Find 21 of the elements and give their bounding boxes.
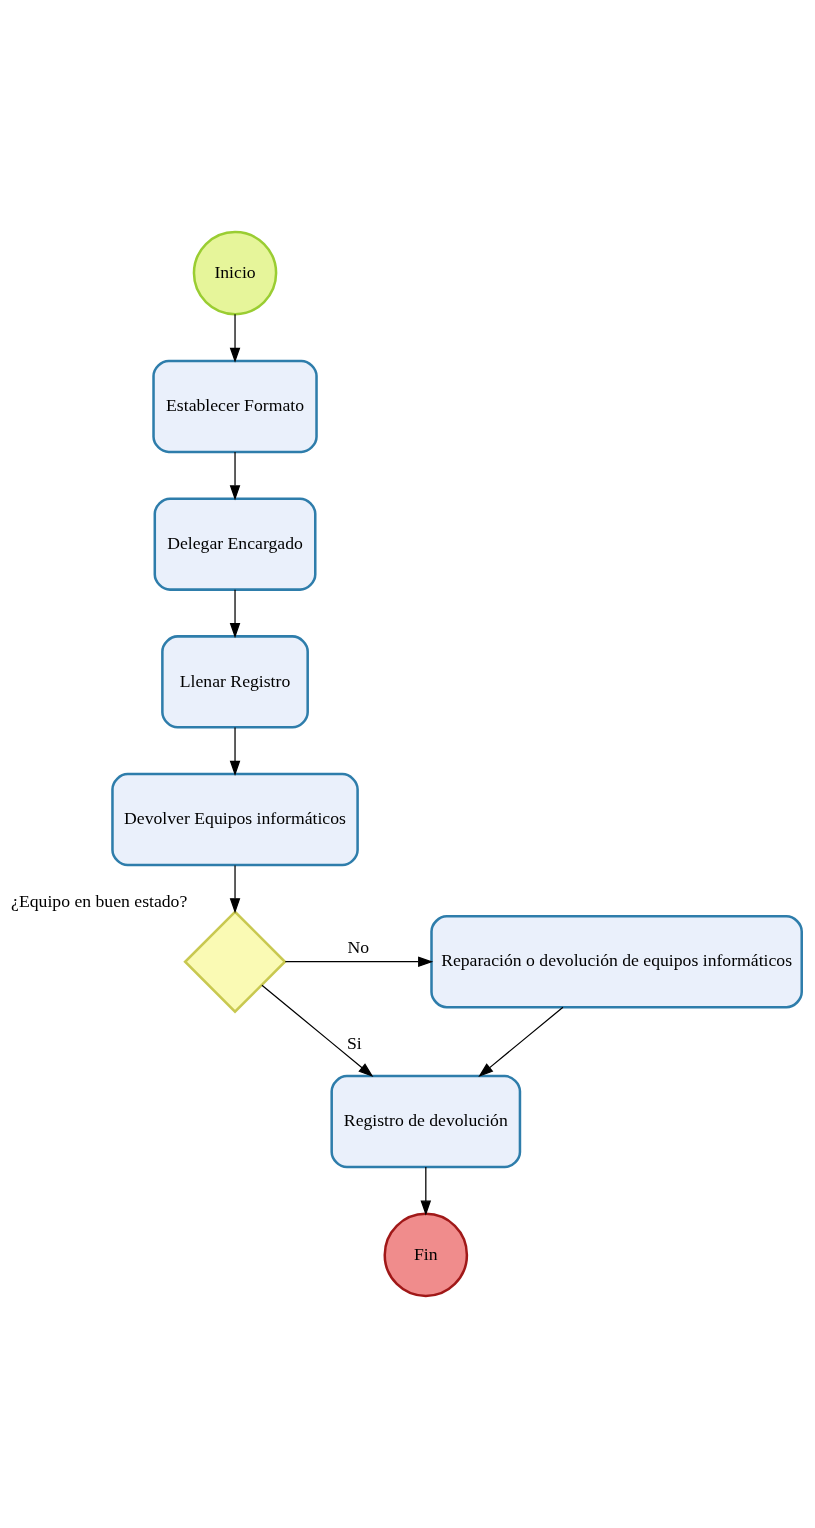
arrow (229, 313, 241, 363)
arrow (229, 589, 241, 639)
arrow (261, 984, 374, 1078)
node-circle: Fin (383, 1212, 469, 1298)
arrow (284, 956, 434, 968)
edge-label: No (347, 937, 370, 958)
node-box: Delegar Encargado (153, 497, 317, 591)
node-box: Devolver Equipos informáticos (111, 772, 359, 867)
node-circle: Inicio (192, 230, 278, 316)
edge-label: Si (347, 1032, 362, 1053)
node-box: Llenar Registro (161, 635, 309, 729)
node-label: ¿Equipo en buen estado? (11, 891, 188, 912)
arrow (229, 726, 241, 776)
arrow (229, 864, 241, 914)
node-box: Reparación o devolución de equipos informáticos (430, 915, 803, 1009)
node-box: Registro de devolución (330, 1074, 522, 1169)
node-diamond (183, 910, 287, 1014)
arrow (420, 1166, 432, 1216)
arrow (229, 451, 241, 501)
node-box: Establecer Formato (152, 359, 318, 454)
arrow (478, 1006, 564, 1078)
